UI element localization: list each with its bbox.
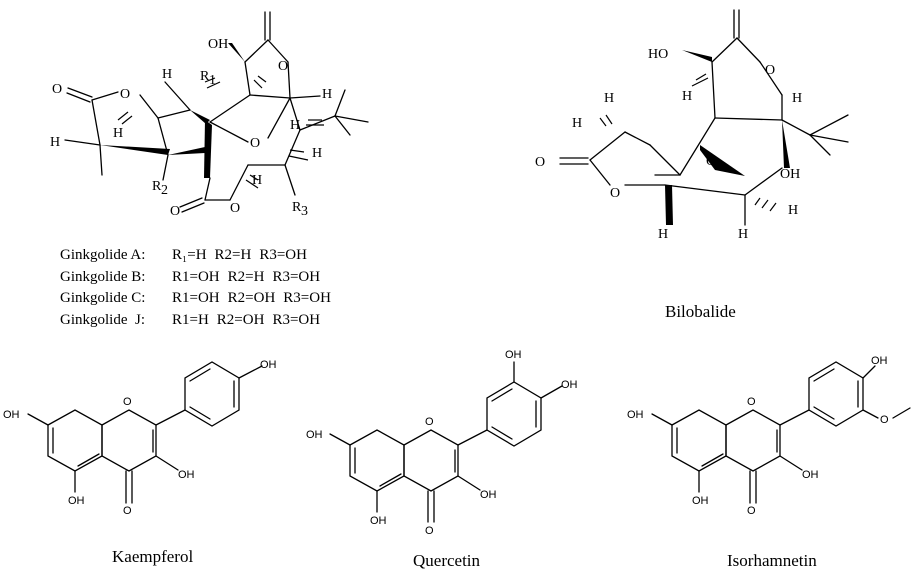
kaempferol-structure: OH O OH O OH OH (3, 359, 277, 517)
svg-text:2: 2 (161, 183, 168, 198)
svg-text:O: O (747, 396, 756, 408)
svg-text:OH: OH (871, 355, 888, 367)
svg-text:O: O (52, 82, 62, 97)
legend-row: Ginkgolide B: R1=OH R2=H R3=OH (60, 267, 339, 289)
legend-row: Ginkgolide A: R₁=H R2=H R3=OH (60, 245, 339, 267)
legend-r2: R2=H (227, 268, 265, 285)
svg-text:OH: OH (692, 495, 709, 507)
legend-name: Ginkgolide C: (60, 290, 146, 306)
svg-text:OH: OH (802, 469, 819, 481)
bilobalide-structure: HO H O H H H O O O OH H H H (535, 9, 849, 242)
legend-name: Ginkgolide J: (60, 311, 145, 328)
svg-text:O: O (610, 186, 620, 201)
svg-text:H: H (788, 203, 798, 218)
isorhamnetin-structure: OH O OH O OH OH O (627, 355, 911, 517)
svg-text:O: O (123, 396, 132, 408)
legend-r1: R1=H (172, 311, 209, 328)
quercetin-caption: Quercetin (413, 551, 481, 570)
legend-row: Ginkgolide J: R1=H R2=OH R3=OH (60, 310, 339, 332)
svg-text:R: R (292, 200, 302, 215)
svg-text:H: H (162, 67, 172, 82)
svg-text:H: H (792, 91, 802, 106)
svg-text:OH: OH (505, 349, 522, 361)
svg-text:OH: OH (178, 469, 195, 481)
svg-text:O: O (123, 505, 132, 517)
svg-text:H: H (50, 135, 60, 150)
svg-text:O: O (120, 87, 130, 102)
svg-text:O: O (535, 155, 545, 170)
svg-text:OH: OH (68, 495, 85, 507)
svg-text:OH: OH (3, 409, 20, 421)
svg-text:H: H (604, 91, 614, 106)
svg-text:OH: OH (480, 489, 497, 501)
svg-text:OH: OH (208, 37, 228, 52)
quercetin-structure: OH O OH O OH OH OH (306, 349, 578, 537)
legend-r3: R3=OH (272, 268, 321, 285)
legend-r3: R3=OH (259, 247, 307, 263)
svg-text:H: H (113, 126, 123, 141)
bilobalide-caption: Bilobalide (665, 302, 736, 321)
svg-text:OH: OH (260, 359, 277, 371)
svg-text:O: O (230, 201, 240, 216)
svg-text:O: O (880, 414, 889, 426)
legend-name: Ginkgolide A: (60, 247, 146, 263)
svg-text:O: O (250, 136, 260, 151)
svg-text:OH: OH (370, 515, 387, 527)
svg-text:R: R (152, 179, 162, 194)
svg-text:1: 1 (209, 73, 216, 88)
ginkgolide-legend: Ginkgolide A: R₁=H R2=H R3=OH Ginkgolide B: R… (60, 245, 339, 331)
svg-text:R: R (200, 69, 210, 84)
legend-r1: R1=OH (172, 290, 220, 306)
svg-text:H: H (658, 227, 668, 242)
svg-text:H: H (312, 146, 322, 161)
legend-r2: R2=H (214, 247, 252, 263)
svg-text:O: O (765, 63, 775, 78)
svg-text:H: H (322, 87, 332, 102)
svg-text:O: O (425, 525, 434, 537)
legend-r2: R2=OH (216, 311, 265, 328)
isorhamnetin-caption: Isorhamnetin (727, 551, 817, 570)
legend-r2: R2=OH (227, 290, 276, 306)
svg-text:3: 3 (301, 204, 308, 219)
svg-text:OH: OH (306, 429, 323, 441)
kaempferol-caption: Kaempferol (112, 547, 194, 566)
svg-text:O: O (425, 416, 434, 428)
legend-r3: R3=OH (272, 311, 321, 328)
legend-row: Ginkgolide C: R1=OH R2=OH R3=OH (60, 288, 339, 310)
svg-text:O: O (747, 505, 756, 517)
svg-text:OH: OH (627, 409, 644, 421)
svg-text:H: H (290, 118, 300, 133)
svg-text:OH: OH (780, 167, 800, 182)
svg-text:H: H (738, 227, 748, 242)
legend-name: Ginkgolide B: (60, 268, 146, 285)
legend-r1: R₁=H (172, 247, 207, 263)
svg-text:O: O (278, 59, 288, 74)
svg-text:H: H (252, 173, 262, 188)
legend-r3: R3=OH (283, 290, 331, 306)
svg-text:H: H (572, 116, 582, 131)
svg-text:H: H (682, 89, 692, 104)
svg-text:O: O (706, 154, 716, 169)
svg-text:O: O (170, 204, 180, 219)
legend-r1: R1=OH (172, 268, 220, 285)
svg-text:OH: OH (561, 379, 578, 391)
svg-text:HO: HO (648, 47, 668, 62)
